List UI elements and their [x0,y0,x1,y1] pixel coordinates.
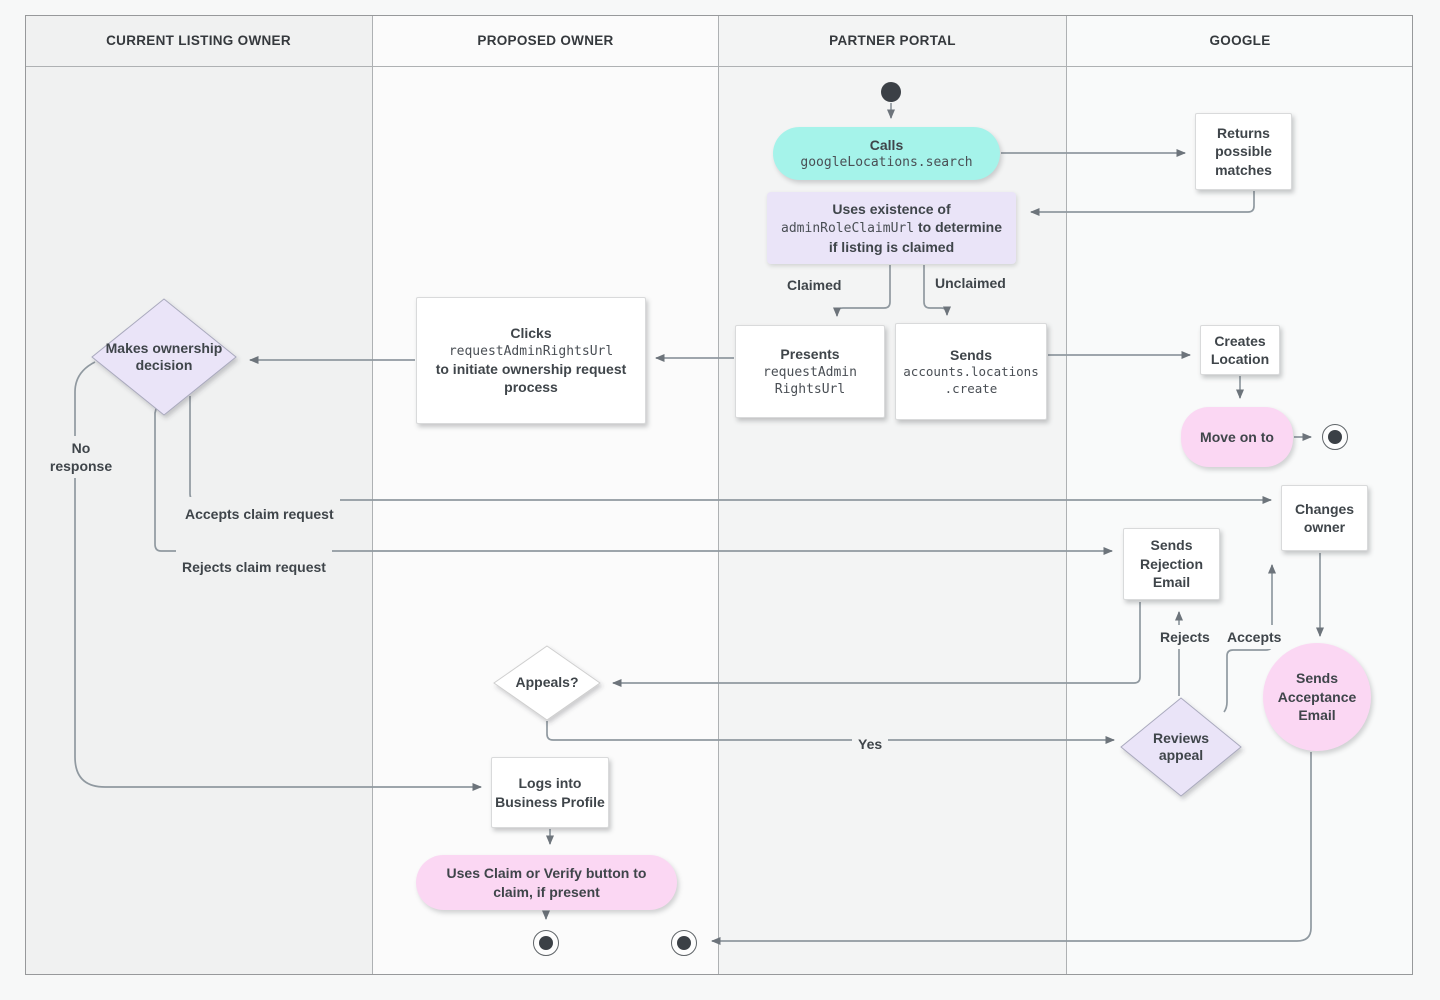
decision-appeals [493,645,601,721]
node-clicks-requestadminrightsurl: Clicks requestAdminRightsUrl to initiate… [416,297,646,424]
node-text-post: to determine if listing is claimed [828,219,1002,255]
node-code: adminRoleClaimUrl [781,221,915,237]
end-node-dot [677,936,691,950]
end-node-ownership [671,930,697,956]
node-title: Calls [869,136,904,153]
node-text: Returns possible matches [1215,124,1272,178]
node-returns-possible-matches: Returns possible matches [1195,113,1292,190]
node-text: Changes owner [1294,500,1355,535]
node-text: Sends Rejection Email [1139,537,1203,591]
node-text: Move on to [1200,428,1274,445]
node-presents-requestadminrightsurl: Presents requestAdmin RightsUrl [735,325,885,418]
node-sends-acceptance-email: Sends Acceptance Email [1263,643,1371,751]
diagram-frame [25,15,1413,975]
edge-unclaimed [923,265,951,316]
node-sends-rejection-email: Sends Rejection Email [1123,528,1220,600]
node-text-pre: Uses existence of [832,200,951,217]
node-text: Sends Acceptance Email [1277,670,1357,724]
node-text-post: to initiate ownership request process [435,360,627,396]
end-node-dot [539,936,553,950]
node-title: Sends [949,346,992,363]
node-creates-location: Creates Location [1200,325,1280,375]
node-code: requestAdminRightsUrl [448,343,614,359]
node-sends-accounts-locations-create: Sends accounts.locations .create [895,323,1047,420]
lane-current-listing-owner: CURRENT LISTING OWNER [25,15,373,975]
edge-accepts-claim [189,396,1272,504]
start-node [881,82,901,102]
edge-no-response [74,361,482,791]
node-changes-owner: Changes owner [1281,485,1368,551]
node-text: Logs into Business Profile [495,775,605,810]
node-title: Presents [780,346,840,363]
label-appeals: Appeals? [515,674,579,691]
lane-header: PARTNER PORTAL [719,15,1066,67]
edge-label-yes: Yes [852,732,889,757]
lane-header: PROPOSED OWNER [373,15,718,67]
edge-rejection-to-appeals [612,602,1141,687]
edge-returns-to-uses [1030,191,1255,216]
node-calls-googlelocations-search: Calls googleLocations.search [773,127,1000,180]
edge-label-no-response: No response [37,436,125,479]
end-node-claim [533,930,559,956]
node-text: Creates Location [1210,332,1270,367]
lane-header: GOOGLE [1067,15,1413,67]
decision-makes-ownership [91,298,237,416]
decision-reviews-appeal [1120,697,1242,797]
end-node-create [1322,424,1348,450]
node-title: Clicks [510,325,552,342]
node-text: Uses existence of adminRoleClaimUrl to d… [775,200,1008,256]
edge-appeals-yes [546,721,1115,744]
edge-label-rejects-claim-request: Rejects claim request [176,548,332,580]
edge-label-rejects: Rejects [1154,625,1216,650]
node-move-on-to: Move on to [1181,407,1293,467]
end-node-dot [1328,430,1342,444]
label-reviews-appeal: Reviews appeal [1152,729,1210,764]
lane-header: CURRENT LISTING OWNER [25,15,372,67]
edge-label-claimed: Claimed [781,273,848,298]
node-uses-existence: Uses existence of adminRoleClaimUrl to d… [767,192,1016,264]
node-logs-into-business-profile: Logs into Business Profile [491,757,609,828]
edge-label-accepts: Accepts [1221,625,1288,650]
node-text: Uses Claim or Verify button to claim, if… [446,865,647,900]
edge-label-accepts-claim-request: Accepts claim request [179,497,340,527]
edge-label-unclaimed: Unclaimed [929,271,1012,296]
edge-rejects-claim [154,404,1113,555]
node-code: requestAdmin RightsUrl [763,364,857,397]
node-code: accounts.locations .create [903,364,1039,396]
edge-claimed [833,265,891,317]
node-uses-claim-or-verify: Uses Claim or Verify button to claim, if… [416,855,677,910]
node-code: googleLocations.search [800,155,973,171]
edge-acceptance-to-end [711,752,1312,945]
label-makes-ownership-decision: Makes ownership decision [105,339,223,374]
